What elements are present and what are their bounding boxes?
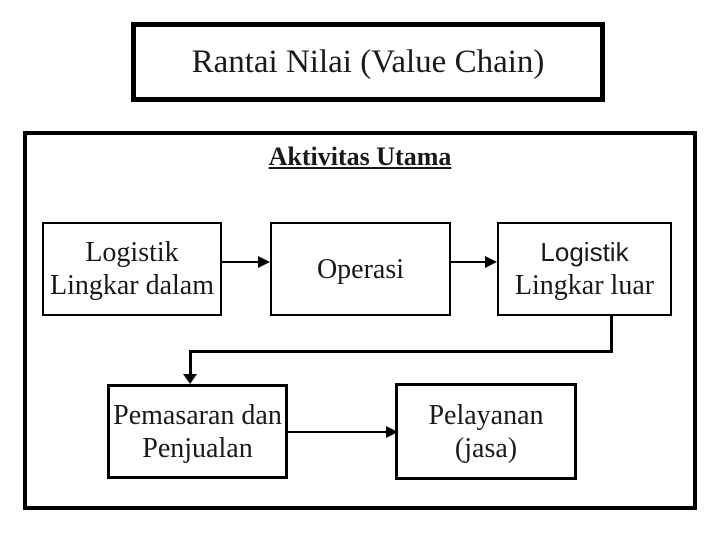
- node-logistik-lingkar-luar: Logistik Lingkar luar: [497, 222, 672, 316]
- elbow-arrow-segment-across: [189, 350, 613, 353]
- elbow-arrow-arrowhead-icon: [183, 374, 197, 384]
- node-label-line: Pelayanan: [428, 399, 544, 431]
- node-pemasaran-dan-penjualan: Pemasaran dan Penjualan: [107, 384, 288, 479]
- arrow-pemasaran-to-pelayanan-line: [288, 431, 387, 433]
- elbow-arrow-segment-drop: [189, 350, 192, 375]
- elbow-arrow-segment-down: [610, 316, 613, 353]
- node-label-line: Lingkar luar: [514, 270, 655, 301]
- arrow-operasi-to-luar-line: [451, 261, 486, 263]
- node-label-line: Logistik: [85, 237, 179, 268]
- slide-title: Rantai Nilai (Value Chain): [191, 43, 545, 80]
- section-heading: Aktivitas Utama: [23, 142, 697, 172]
- arrow-dalam-to-operasi-arrowhead-icon: [258, 256, 270, 268]
- node-label-line: Operasi: [316, 253, 405, 285]
- arrow-operasi-to-luar-arrowhead-icon: [485, 256, 497, 268]
- node-label-line: Penjualan: [142, 432, 253, 464]
- node-label-line: (jasa): [454, 432, 518, 464]
- node-operasi: Operasi: [270, 222, 451, 316]
- arrow-pemasaran-to-pelayanan-arrowhead-icon: [386, 426, 398, 438]
- node-label-line: Pemasaran dan: [113, 399, 282, 431]
- node-label-line: Lingkar dalam: [49, 270, 215, 301]
- arrow-dalam-to-operasi-line: [222, 261, 259, 263]
- node-logistik-lingkar-dalam: Logistik Lingkar dalam: [42, 222, 222, 316]
- node-label-line: Logistik: [540, 237, 629, 267]
- main-activities-panel: [23, 131, 697, 510]
- title-box: Rantai Nilai (Value Chain): [131, 22, 605, 102]
- node-pelayanan-jasa: Pelayanan (jasa): [395, 383, 577, 480]
- section-heading-text: Aktivitas Utama: [268, 142, 452, 171]
